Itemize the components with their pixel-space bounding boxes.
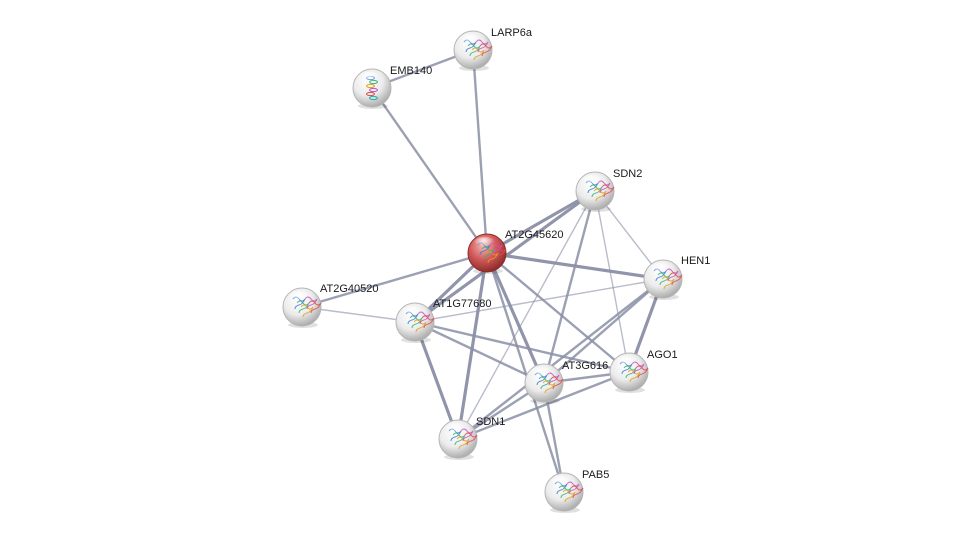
node-sdn1[interactable]: SDN1 [438, 416, 505, 460]
node-at1g77680[interactable]: AT1G77680 [395, 298, 492, 343]
node-sdn2[interactable]: SDN2 [575, 168, 642, 212]
node-highlight [473, 237, 497, 251]
node-highlight [581, 175, 605, 189]
node-label-ago1: AGO1 [647, 349, 678, 361]
node-highlight [649, 263, 673, 277]
node-label-hen1: HEN1 [681, 255, 710, 267]
node-at2g45620[interactable]: AT2G45620 [467, 229, 564, 274]
node-highlight [444, 423, 468, 437]
edge-hen1-at3g616[interactable] [542, 277, 665, 385]
edge-at1g77680-ago1[interactable] [413, 320, 631, 374]
node-at2g40520[interactable]: AT2G40520 [282, 283, 379, 328]
nodes-layer: LARP6aEMB140SDN2AT2G45620HEN1AT2G40520AT… [282, 27, 710, 513]
edge-at2g45620-at2g40520[interactable] [300, 251, 489, 309]
node-emb140[interactable]: EMB140 [352, 65, 432, 109]
edge-at2g45620-at3g616[interactable] [485, 251, 546, 385]
edge-sdn2-sdn1[interactable] [457, 190, 596, 440]
edge-at2g45620-sdn1[interactable] [456, 251, 489, 441]
node-label-pab5: PAB5 [582, 469, 609, 481]
edge-emb140-at2g45620[interactable] [370, 86, 489, 255]
node-pab5[interactable]: PAB5 [544, 469, 609, 513]
node-larp6a[interactable]: LARP6a [453, 27, 533, 71]
edge-at1g77680-at3g616[interactable] [413, 320, 546, 385]
node-highlight [530, 367, 554, 381]
node-label-at3g616: AT3G616 [562, 360, 608, 372]
edge-at1g77680-sdn1[interactable] [413, 320, 460, 441]
node-label-emb140: EMB140 [390, 65, 432, 77]
node-label-at2g45620: AT2G45620 [505, 229, 564, 241]
edge-sdn2-at3g616[interactable] [542, 189, 597, 385]
edge-sdn2-ago1[interactable] [594, 190, 630, 373]
node-at3g616[interactable]: AT3G616 [524, 360, 608, 404]
node-label-at1g77680: AT1G77680 [433, 298, 492, 310]
edge-hen1-sdn1[interactable] [456, 277, 665, 441]
node-highlight [459, 34, 483, 48]
edge-at1g77680-hen1[interactable] [414, 278, 664, 323]
node-label-larp6a: LARP6a [491, 27, 533, 39]
node-highlight [288, 291, 312, 305]
node-highlight [550, 476, 574, 490]
edge-ago1-sdn1[interactable] [456, 370, 631, 441]
node-label-at2g40520: AT2G40520 [320, 283, 379, 295]
edge-at2g45620-ago1[interactable] [485, 251, 631, 374]
node-hen1[interactable]: HEN1 [643, 255, 710, 300]
edge-at2g45620-sdn2[interactable] [485, 189, 597, 255]
edge-larp6a-at2g45620[interactable] [471, 48, 489, 255]
node-highlight [401, 306, 425, 320]
node-label-sdn1: SDN1 [476, 416, 505, 428]
node-highlight [358, 72, 382, 86]
node-highlight [615, 356, 639, 370]
node-ago1[interactable]: AGO1 [609, 349, 678, 393]
node-label-sdn2: SDN2 [613, 168, 642, 180]
edge-at2g45620-pab5[interactable] [485, 251, 566, 494]
